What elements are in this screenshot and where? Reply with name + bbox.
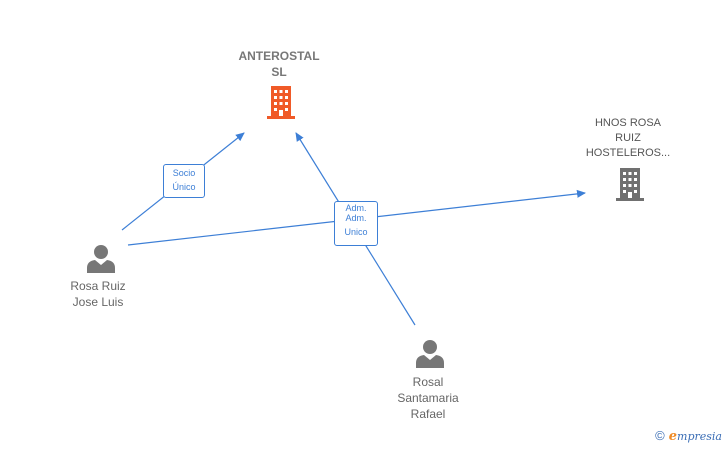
- company-other-label[interactable]: HNOS ROSA RUIZ HOSTELEROS...: [585, 117, 671, 159]
- empresia-logo: ©empresia: [655, 428, 722, 444]
- copyright-symbol: ©: [655, 428, 665, 443]
- building-icon[interactable]: [265, 84, 297, 120]
- person-icon[interactable]: [86, 243, 116, 273]
- logo-initial: e: [668, 429, 678, 444]
- person-icon[interactable]: [415, 338, 445, 368]
- edge-label-socio[interactable]: Socio Único: [163, 164, 205, 198]
- company-main-label[interactable]: ANTEROSTAL SL: [238, 49, 320, 79]
- edge-label-adm[interactable]: Adm. Adm. Unico: [334, 201, 378, 246]
- logo-text: mpresia: [677, 430, 722, 443]
- person-rosa-label[interactable]: Rosa Ruiz Jose Luis: [70, 279, 126, 309]
- building-icon[interactable]: [614, 166, 646, 202]
- person-rosal-label[interactable]: Rosal Santamaria Rafael: [397, 375, 459, 421]
